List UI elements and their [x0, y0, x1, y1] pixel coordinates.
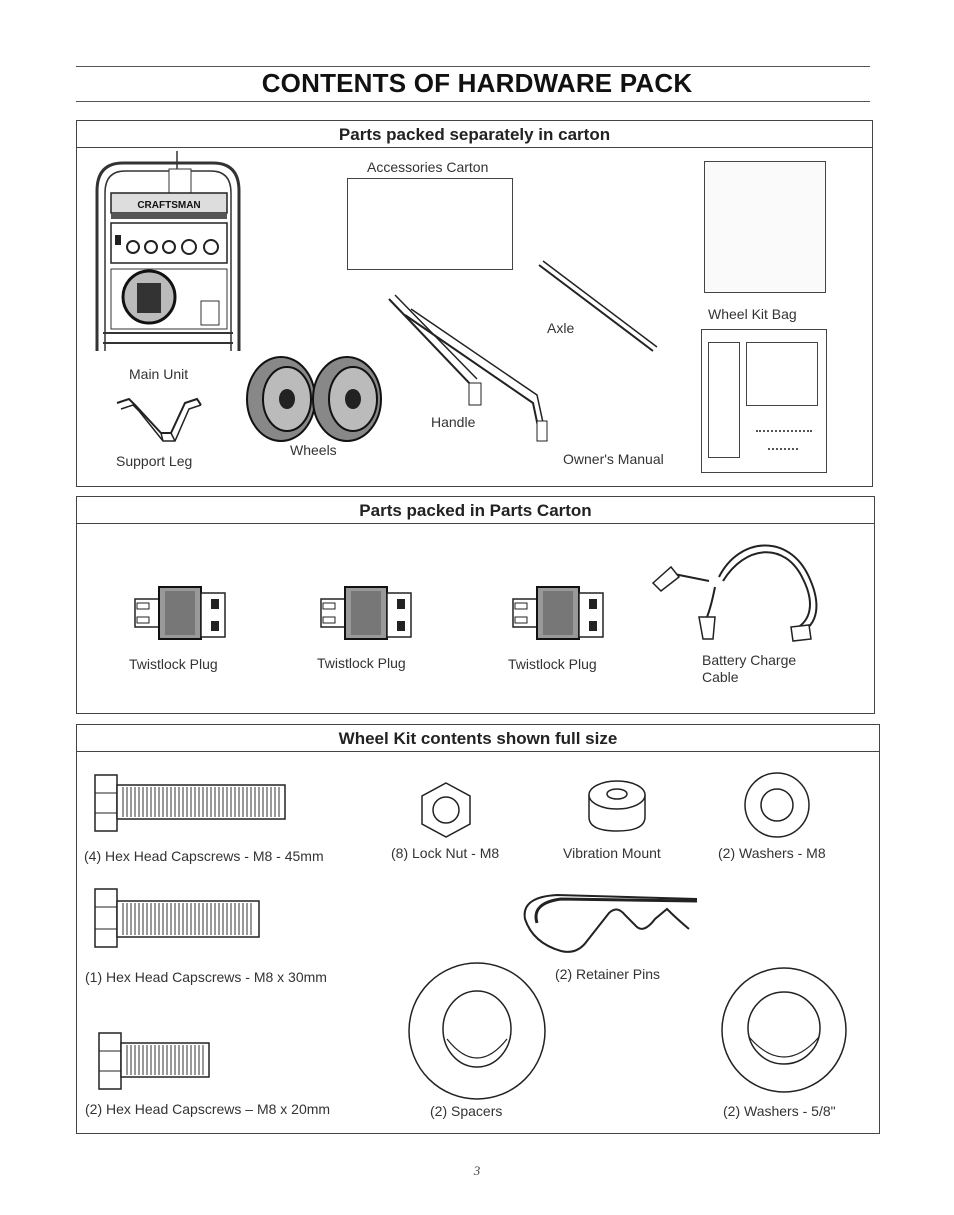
page-title: CONTENTS OF HARDWARE PACK [261, 68, 693, 98]
washer-m8-label: (2) Washers - M8 [718, 845, 826, 861]
lock-nut-label: (8) Lock Nut - M8 [391, 845, 500, 861]
plug2-label: Twistlock Plug [317, 655, 406, 671]
accessories-carton-box [347, 178, 513, 270]
spacers-label: (2) Spacers [430, 1103, 503, 1119]
owners-manual-label: Owner's Manual [563, 451, 664, 467]
carton-section: Parts packed separately in carton CRAFTS… [76, 120, 873, 487]
cable-label-line1: Battery Charge [702, 652, 797, 668]
capscrew-45mm-icon [94, 774, 286, 832]
axle-label: Axle [547, 320, 575, 336]
retainer-pin-icon [523, 893, 698, 953]
vibration-mount-label: Vibration Mount [563, 845, 661, 861]
title-underline [76, 101, 870, 102]
washer-5-8-label: (2) Washers - 5/8" [723, 1103, 836, 1119]
wheels-illustration [246, 356, 382, 442]
capscrew-45mm-label: (4) Hex Head Capscrews - M8 - 45mm [84, 848, 324, 864]
wheelkit-section-heading: Wheel Kit contents shown full size [77, 725, 879, 752]
svg-text:CRAFTSMAN: CRAFTSMAN [137, 200, 200, 211]
page-number: 3 [473, 1163, 481, 1178]
axle-illustration [538, 260, 658, 352]
twistlock-plug-icon [512, 586, 604, 640]
wheelkit-section: Wheel Kit contents shown full size (4) H… [76, 724, 880, 1134]
main-unit-label: Main Unit [129, 366, 189, 382]
capscrew-30mm-label: (1) Hex Head Capscrews - M8 x 30mm [85, 969, 327, 985]
manual-spine-panel [708, 342, 740, 458]
washer-m8-icon [744, 772, 810, 838]
retainer-pins-label: (2) Retainer Pins [555, 966, 661, 982]
handle-label: Handle [431, 414, 476, 430]
handle-illustration [388, 294, 548, 442]
capscrew-30mm-icon [94, 888, 260, 948]
plug3-label: Twistlock Plug [508, 656, 597, 672]
wheel-kit-bag-label: Wheel Kit Bag [708, 306, 797, 322]
generator-illustration: CRAFTSMAN [95, 151, 241, 351]
capscrew-20mm-icon [98, 1032, 210, 1090]
cable-label-line2: Cable [702, 669, 739, 685]
wheels-label: Wheels [290, 442, 337, 458]
owners-manual-cover [701, 329, 827, 473]
manual-text-line [768, 448, 798, 452]
capscrew-20mm-label: (2) Hex Head Capscrews – M8 x 20mm [85, 1101, 331, 1117]
support-leg-label: Support Leg [116, 453, 193, 469]
manual-photo-panel [746, 342, 818, 406]
support-leg-illustration [116, 397, 202, 442]
washer-5-8-icon [721, 967, 847, 1093]
lock-nut-icon [421, 782, 471, 838]
accessories-carton-label: Accessories Carton [367, 159, 489, 175]
parts-section: Parts packed in Parts Carton Twistlock P… [76, 496, 875, 714]
battery-cable-illustration [651, 544, 818, 642]
wheel-kit-bag-box [704, 161, 826, 293]
manual-text-line [756, 430, 812, 434]
plug1-label: Twistlock Plug [129, 656, 218, 672]
spacer-icon [408, 962, 546, 1100]
twistlock-plug-icon [320, 586, 412, 640]
vibration-mount-icon [588, 780, 646, 832]
top-rule [76, 66, 870, 67]
twistlock-plug-icon [134, 586, 226, 640]
parts-section-heading: Parts packed in Parts Carton [77, 497, 874, 524]
carton-section-heading: Parts packed separately in carton [77, 121, 872, 148]
